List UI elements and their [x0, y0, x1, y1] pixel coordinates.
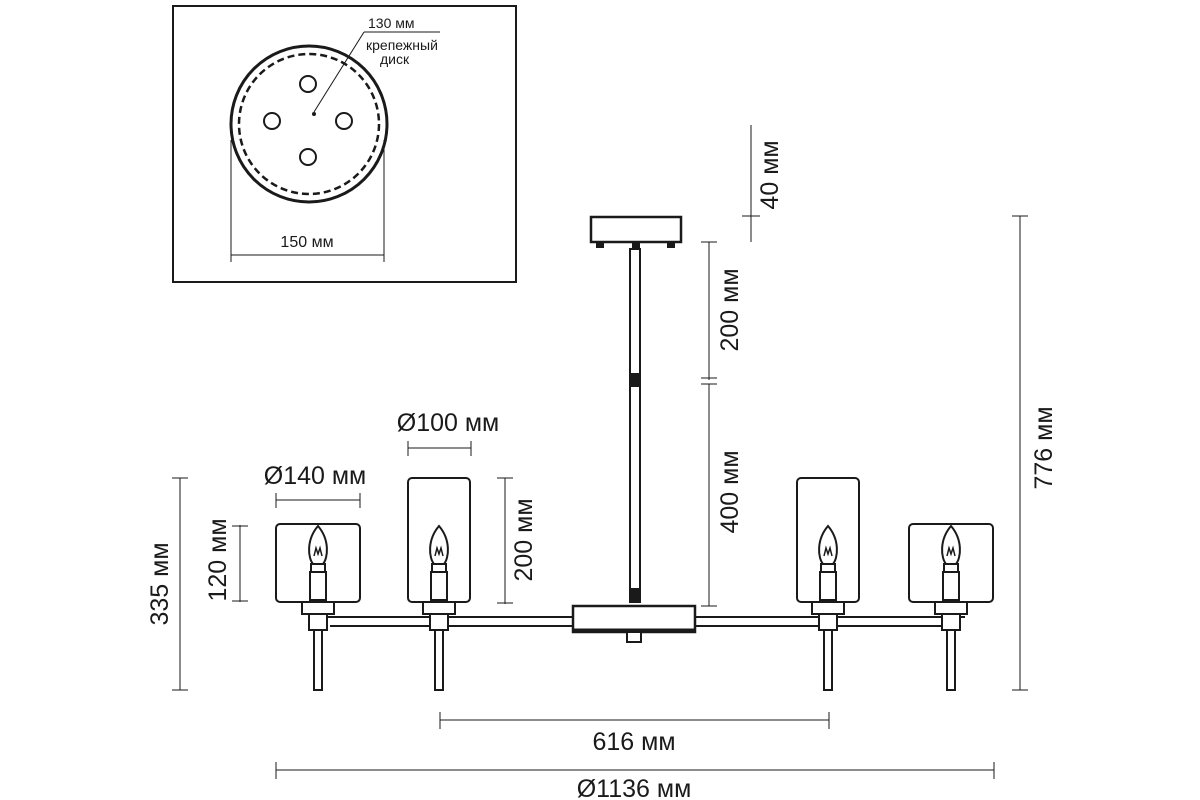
- arm-joint-left: [308, 613, 328, 631]
- dim-lamp-height-label: 335 мм: [146, 542, 174, 625]
- mounting-disk-outline: [237, 52, 381, 196]
- bulb-base-right: [943, 563, 959, 573]
- candle-bulb-inner-right: [818, 524, 838, 565]
- screw-hole-bottom: [299, 148, 317, 166]
- socket-collar-left: [301, 601, 335, 615]
- disk-caption-line1: крепежный: [366, 37, 438, 53]
- canopy-foot-center: [632, 241, 640, 248]
- candle-bulb-left: [308, 524, 328, 565]
- lamp-socket-left: [309, 571, 327, 601]
- drop-stem-inner-right: [823, 629, 833, 691]
- dim-shade-large-height-label: 120 мм: [204, 518, 232, 601]
- disk-caption-line2: диск: [380, 51, 410, 67]
- dim-rod-lower-label: 400 мм: [716, 450, 744, 533]
- bulb-filament-inner-left: [434, 545, 444, 557]
- dim-overall-label: Ø1136 мм: [577, 775, 692, 800]
- bulb-filament-right: [946, 545, 956, 557]
- lamp-socket-inner-right: [819, 571, 837, 601]
- arm-joint-right: [941, 613, 961, 631]
- bulb-base-inner-right: [820, 563, 836, 573]
- rod-upper: [629, 248, 641, 375]
- cup-width-label: 150 мм: [280, 234, 333, 251]
- bulb-filament-inner-right: [823, 545, 833, 557]
- canopy-and-rod: [589, 215, 683, 603]
- dim-shade-large-diam-label: Ø140 мм: [264, 462, 366, 490]
- drop-stem-left: [313, 629, 323, 691]
- screw-hole-left: [263, 112, 281, 130]
- bulb-base-left: [310, 563, 326, 573]
- body-housing: [571, 604, 697, 634]
- socket-collar-right: [934, 601, 968, 615]
- dim-inner-span-label: 616 мм: [592, 728, 675, 756]
- dim-shade-small-diam-label: Ø100 мм: [397, 409, 499, 437]
- arm-joint-inner-left: [429, 613, 449, 631]
- arm-joint-inner-right: [818, 613, 838, 631]
- dimension-lines: 40 мм 200 мм 400 мм 776 мм Ø100 мм Ø140 …: [146, 125, 1058, 800]
- disk-leader-line: [313, 31, 365, 113]
- canopy-foot-right: [667, 241, 675, 248]
- mounting-cup-outline: [229, 44, 389, 204]
- central-body: [308, 604, 965, 643]
- rod-lower: [629, 385, 641, 590]
- body-finial: [626, 631, 642, 643]
- mount-detail-inset: 130 мм крепежный диск 150 мм: [172, 5, 517, 283]
- lamp-socket-right: [942, 571, 960, 601]
- rod-coupling-lower: [629, 589, 641, 603]
- rod-coupling-upper: [629, 374, 641, 386]
- socket-collar-inner-right: [811, 601, 845, 615]
- candle-bulb-right: [941, 524, 961, 565]
- dim-shade-small-height-label: 200 мм: [510, 498, 538, 581]
- dim-total-height-label: 776 мм: [1030, 406, 1058, 489]
- inset-frame: [172, 5, 517, 283]
- bulb-base-inner-left: [431, 563, 447, 573]
- lamp-socket-inner-left: [430, 571, 448, 601]
- canopy: [589, 215, 683, 244]
- candle-bulb-inner-left: [429, 524, 449, 565]
- disk-center-point: [312, 112, 316, 116]
- disk-diameter-label: 130 мм: [368, 15, 415, 31]
- drop-stem-inner-left: [434, 629, 444, 691]
- bulb-filament-left: [313, 545, 323, 557]
- screw-hole-right: [335, 112, 353, 130]
- lamp-group: [275, 477, 994, 691]
- dim-canopy-label: 40 мм: [756, 140, 784, 209]
- screw-hole-top: [299, 75, 317, 93]
- dim-rod-upper-label: 200 мм: [716, 268, 744, 351]
- drop-stem-right: [946, 629, 956, 691]
- canopy-foot-left: [596, 241, 604, 248]
- socket-collar-inner-left: [422, 601, 456, 615]
